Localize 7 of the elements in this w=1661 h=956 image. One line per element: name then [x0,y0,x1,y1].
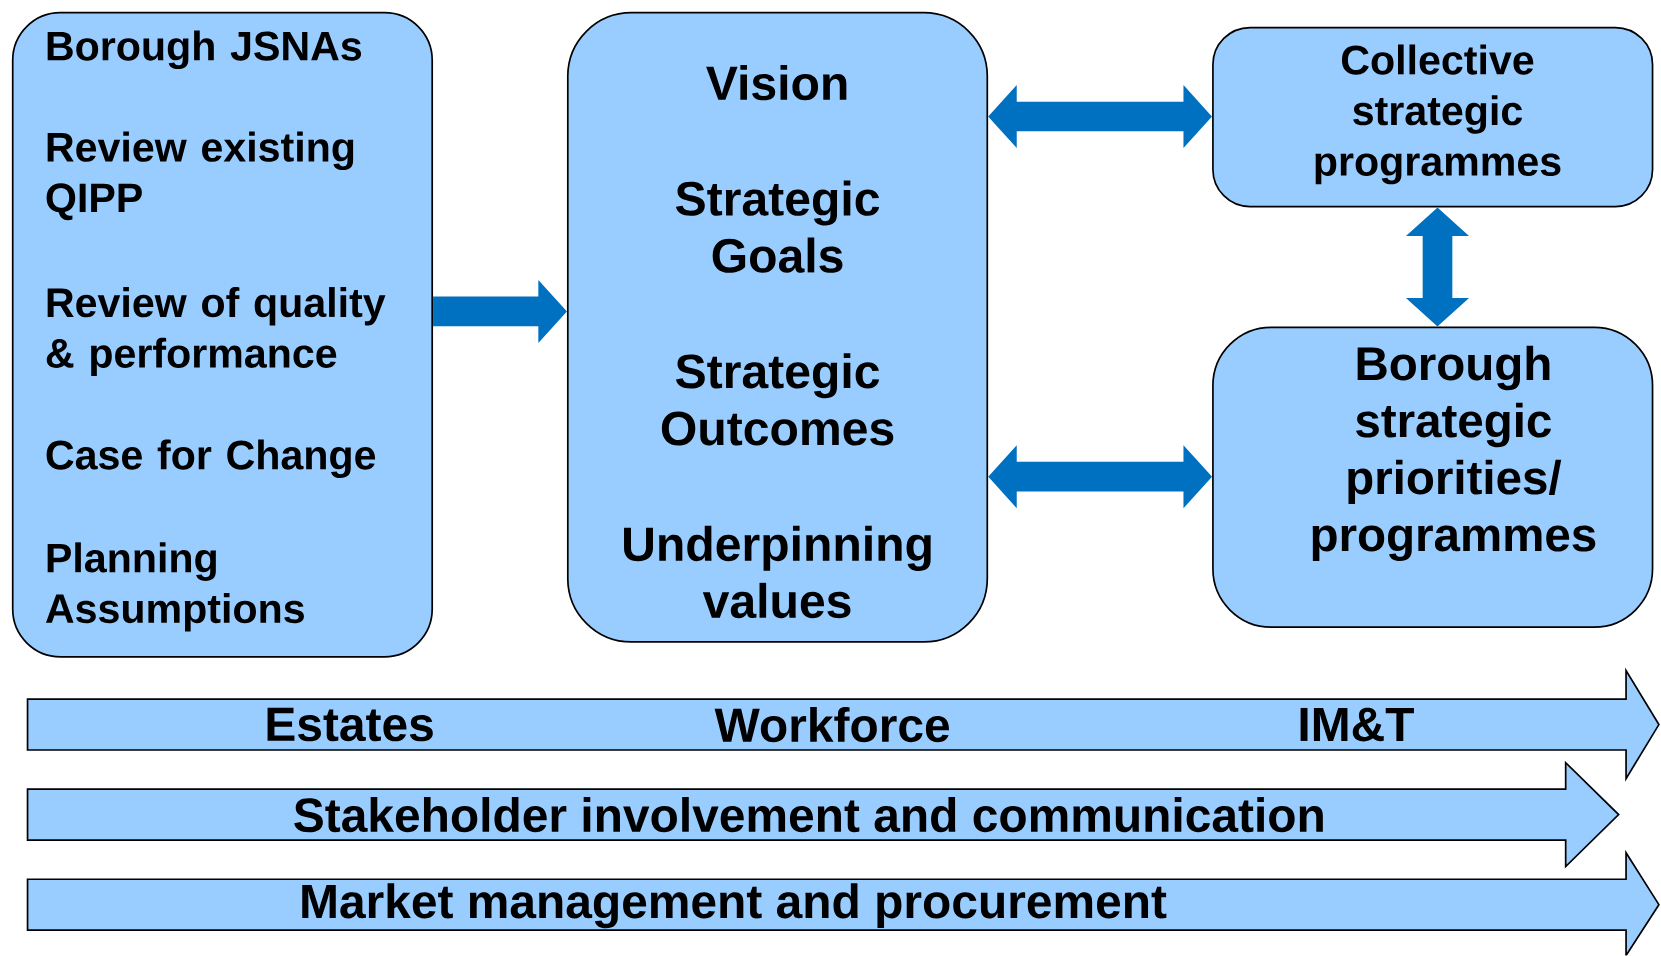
process-band: Stakeholder involvement and communication [26,760,1620,869]
process-box: Vision Strategic Goals Strategic Outcomes Underpinning values [566,12,989,644]
process-band: Estates Workforce IM&T [26,667,1660,782]
process-box: Borough JSNAs Review existing QIPP Review of quality & performance Case for Change Planning Assumptions [11,12,434,658]
process-band: Market management and procurement [26,850,1660,956]
process-box: Collective strategic programmes [1212,26,1654,208]
process-box: Borough strategic priorities/ programmes [1212,326,1654,629]
